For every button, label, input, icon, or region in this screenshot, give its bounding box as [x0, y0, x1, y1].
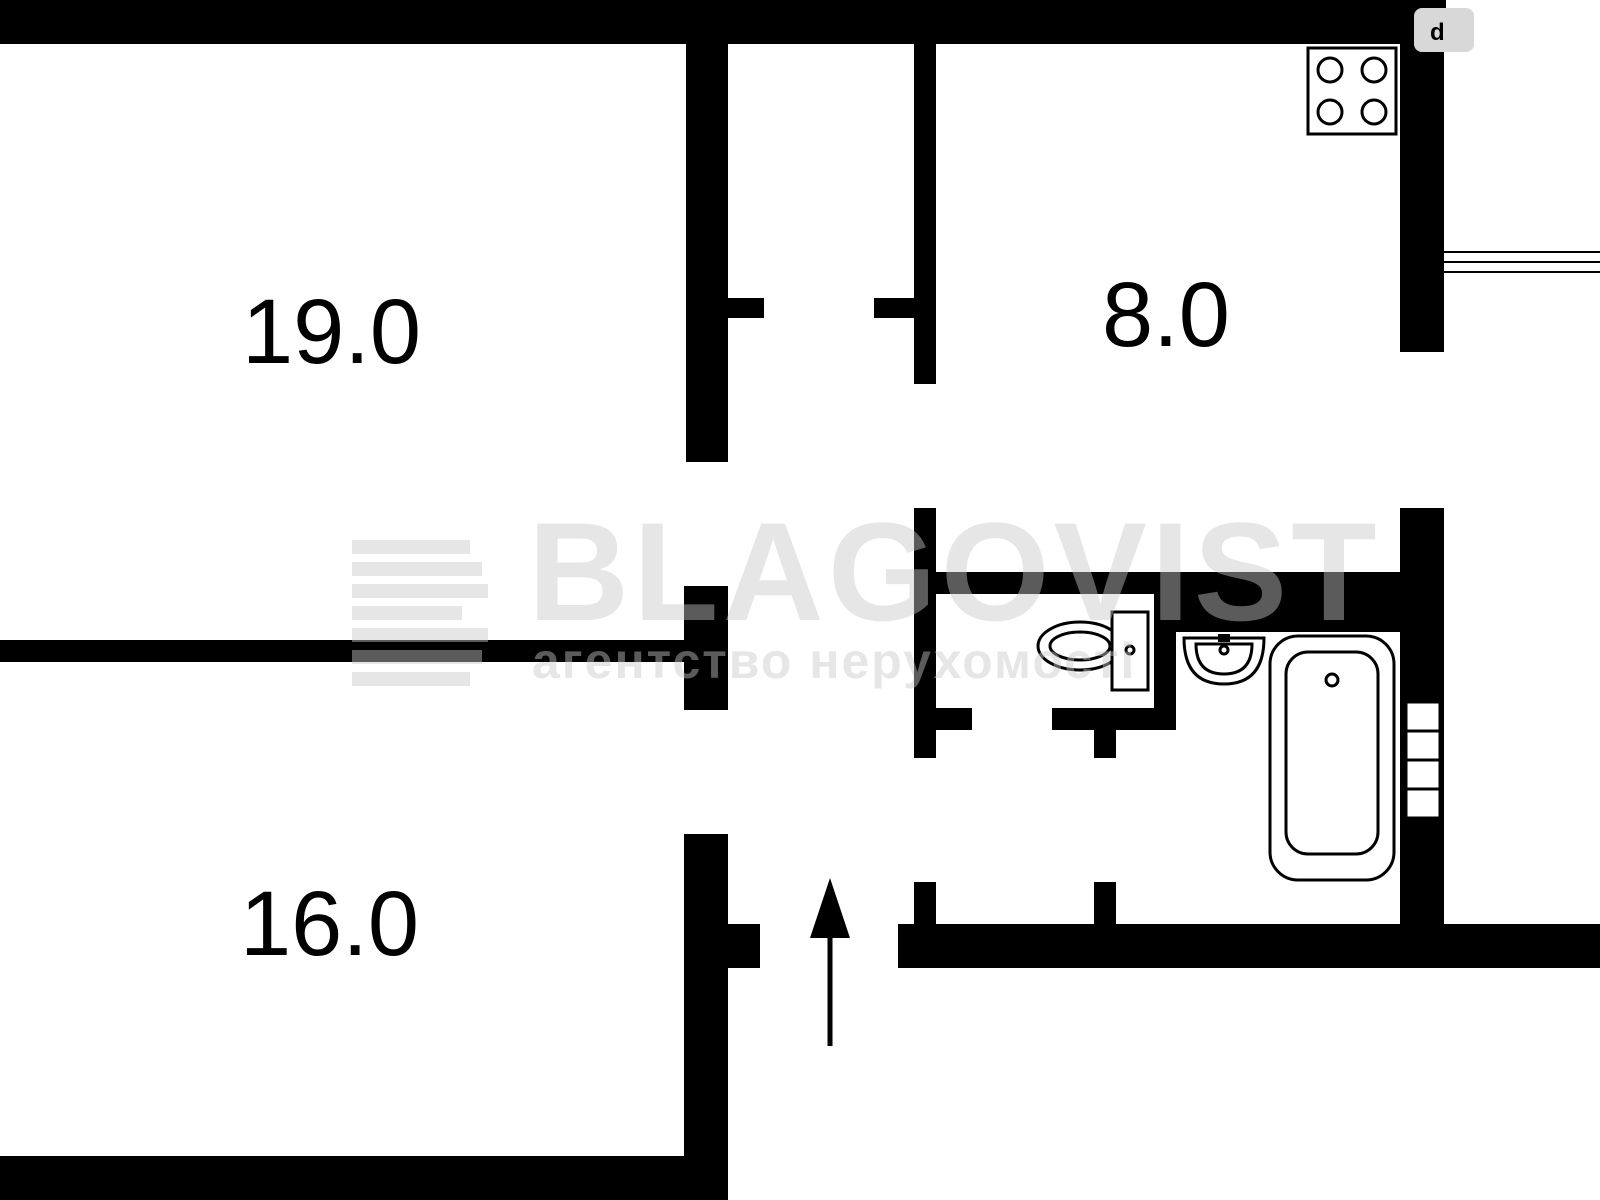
corner-badge: d: [1414, 8, 1474, 52]
wall-bath-left: [914, 508, 936, 758]
corner-badge-text: d: [1430, 19, 1445, 46]
radiator-icon: [1404, 700, 1442, 820]
room-area-label-16: 16.0: [240, 873, 419, 975]
watermark-name: BLAGOVIST: [528, 493, 1381, 650]
watermark-logo-icon: [352, 540, 488, 686]
wall-wc-bottom-left: [936, 708, 972, 730]
room-area-label-19: 19.0: [242, 281, 421, 383]
window-icon: [1444, 251, 1600, 273]
toilet-icon: [1036, 610, 1150, 692]
wall-corridor-post: [914, 882, 936, 924]
wall-kitchen-right: [1400, 14, 1444, 352]
wall-corridor-right: [914, 44, 936, 384]
wall-bottom-left-room-floor: [0, 1156, 728, 1200]
sink-icon: [1182, 634, 1266, 686]
bathtub-icon: [1268, 634, 1396, 882]
door-stub: [874, 298, 914, 318]
wall-middle-left: [0, 640, 700, 662]
wall-corridor-post: [1094, 882, 1116, 924]
wall-top: [0, 0, 1446, 44]
door-stub: [728, 924, 760, 968]
wall-wc-bottom-right: [1052, 708, 1176, 730]
watermark: BLAGOVIST агентство нерухомості: [352, 493, 1381, 689]
wall-pillar: [684, 586, 728, 710]
wall-bottom-right: [898, 924, 1600, 968]
wall-top-left-room-right: [686, 44, 728, 462]
watermark-subtitle: агентство нерухомості: [532, 633, 1136, 689]
wall-bath-block: [1176, 572, 1400, 632]
wall-wc-divider: [1154, 594, 1176, 730]
entrance-arrow-icon: [810, 878, 850, 1046]
wall-bottom-left-room-right: [684, 834, 728, 1200]
room-area-label-8: 8.0: [1102, 264, 1230, 366]
wall-wc-stub: [1094, 730, 1116, 758]
door-stub: [728, 298, 764, 318]
stove-icon: [1306, 46, 1398, 136]
